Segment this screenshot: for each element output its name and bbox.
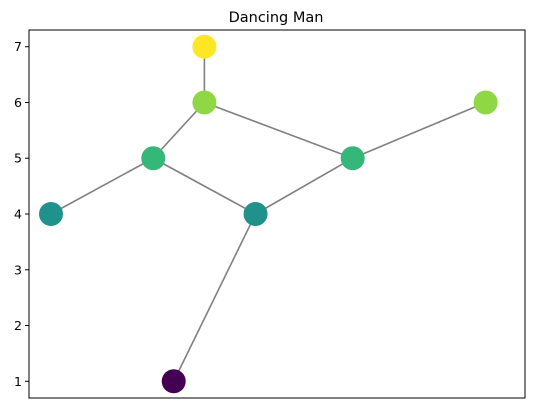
y-tick-label-4: 4: [14, 207, 22, 222]
node-hip: [243, 202, 268, 226]
node-head: [192, 34, 217, 59]
node-right-elbow: [340, 146, 365, 171]
y-tick-label-3: 3: [14, 262, 22, 277]
edges-layer: [50, 46, 486, 382]
y-tick-label-6: 6: [14, 95, 22, 110]
y-tick-label-5: 5: [14, 151, 22, 166]
y-axis-ticks: 1 2 3 4 5 6 7: [14, 39, 29, 389]
edge-right-elbow-right-hand: [352, 101, 486, 159]
edge-left-shoulder-hip: [152, 157, 256, 215]
edge-hip-foot: [173, 213, 257, 382]
y-tick-label-2: 2: [14, 318, 22, 333]
nodes-layer: [39, 34, 498, 394]
edge-left-shoulder-left-hand: [50, 157, 154, 215]
edge-right-elbow-hip: [255, 157, 354, 215]
edge-neck-left-shoulder: [152, 101, 205, 159]
plot-frame: [28, 29, 526, 399]
edge-neck-right-elbow: [204, 101, 353, 159]
y-tick-label-1: 1: [14, 374, 22, 389]
node-foot: [161, 369, 186, 394]
node-left-hand: [39, 202, 63, 226]
node-left-shoulder: [141, 146, 166, 171]
y-tick-label-7: 7: [14, 39, 22, 54]
node-neck: [192, 90, 217, 115]
node-right-hand: [473, 90, 498, 115]
chart-title: Dancing Man: [229, 10, 324, 26]
